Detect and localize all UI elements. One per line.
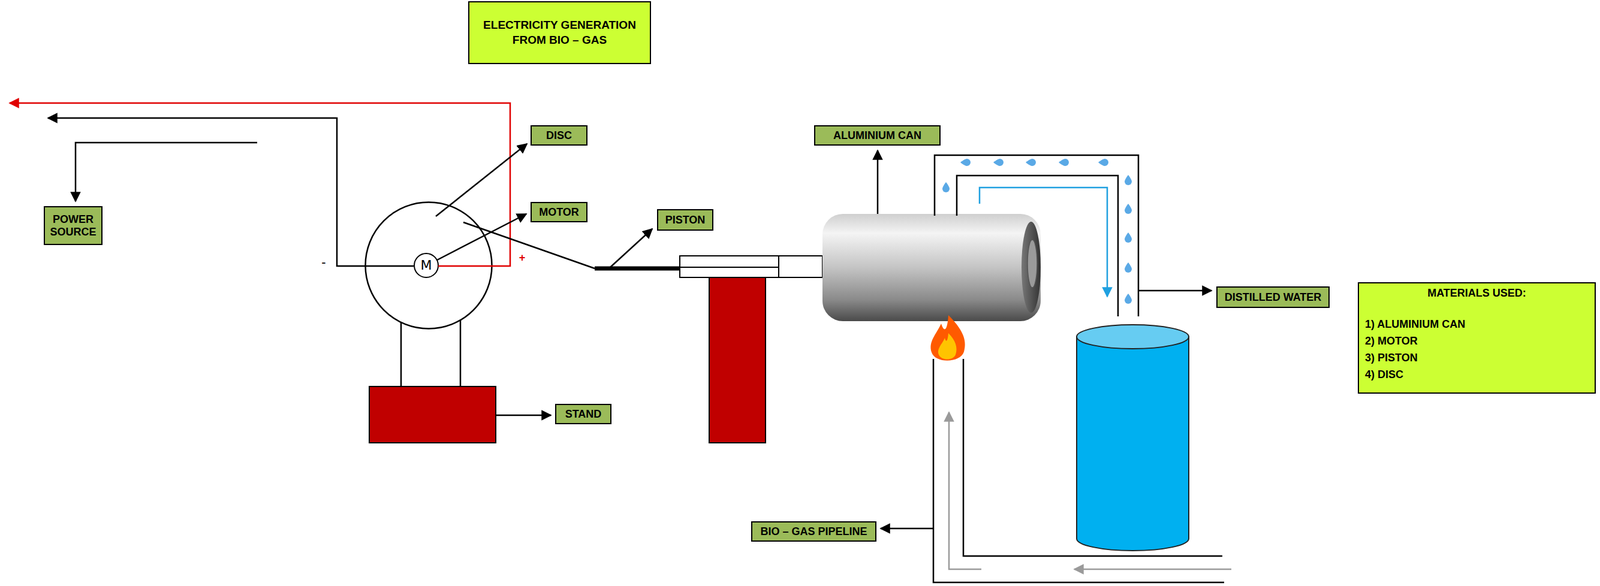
water-tank	[1076, 336, 1189, 551]
panel-heading: MATERIALS USED:	[1365, 284, 1589, 302]
title-box: ELECTRICITY GENERATION FROM BIO – GAS	[468, 1, 652, 65]
motor-symbol	[414, 253, 439, 278]
water-drop	[1124, 175, 1132, 186]
stand-leader	[495, 414, 551, 417]
gas-flow	[948, 412, 982, 570]
title-text: ELECTRICITY GENERATION FROM BIO – GAS	[474, 17, 646, 48]
part-label: ALUMINIUM CAN	[833, 129, 922, 143]
can-end	[1021, 221, 1041, 313]
water-drop	[1124, 293, 1132, 304]
stand-block	[369, 386, 496, 444]
flame-core	[938, 333, 957, 360]
stand-leg	[400, 322, 403, 387]
flame	[930, 315, 966, 361]
vapour-flow	[979, 187, 1108, 297]
piston-cylinder	[679, 255, 823, 278]
part-label: STAND	[565, 408, 602, 421]
part-label-box: BIO – GAS PIPELINE	[751, 521, 877, 542]
water-drop	[942, 182, 950, 193]
list-item: 1) ALUMINIUM CAN	[1365, 315, 1589, 333]
part-label-box: MOTOR	[530, 202, 588, 223]
polarity-sign: +	[519, 252, 526, 264]
water-drop	[960, 158, 971, 167]
part-label: PISTON	[665, 214, 706, 227]
water-drop	[1098, 158, 1109, 167]
can-leader	[877, 150, 879, 215]
aluminium-can	[822, 214, 1041, 322]
disc-leader	[435, 143, 527, 217]
list-item: 4) DISC	[1365, 366, 1589, 384]
water-drop	[1124, 232, 1132, 243]
part-label: DISC	[546, 129, 572, 143]
connecting-rod	[463, 222, 595, 269]
water-drop	[1124, 262, 1132, 273]
power-leader	[75, 142, 258, 202]
water-drop	[1025, 158, 1036, 167]
condenser-tube	[934, 155, 1139, 317]
tank-top	[1076, 324, 1189, 349]
part-label: POWER SOURCE	[47, 213, 99, 238]
gas-flow	[1074, 568, 1232, 571]
gas-pipe	[933, 359, 1225, 583]
part-label-box: PISTON	[657, 209, 714, 231]
part-label-box: POWER SOURCE	[43, 206, 103, 246]
part-label-box: DISC	[530, 125, 588, 146]
motor-leader	[437, 214, 527, 261]
water-drop	[1058, 158, 1069, 167]
piston-leader	[610, 228, 653, 268]
list-item: 3) PISTON	[1365, 349, 1589, 367]
stand-leg	[459, 320, 462, 387]
piston-line	[679, 266, 779, 268]
water-drop	[993, 158, 1004, 167]
pipeline-leader	[880, 528, 934, 530]
water-drop	[1124, 203, 1132, 215]
water-leader	[1138, 290, 1212, 292]
part-label: BIO – GAS PIPELINE	[760, 525, 867, 539]
materials-panel: MATERIALS USED: 1) ALUMINIUM CAN2) MOTOR3…	[1357, 282, 1596, 394]
list-item: 2) MOTOR	[1365, 332, 1589, 350]
negative-wire	[47, 118, 414, 267]
condenser-tube	[956, 175, 1119, 317]
part-label-box: STAND	[555, 404, 612, 425]
positive-wire	[9, 103, 511, 267]
piston-support	[709, 277, 766, 444]
part-label: MOTOR	[538, 206, 580, 219]
polarity-sign: -	[321, 255, 326, 270]
part-label-box: ALUMINIUM CAN	[814, 125, 941, 146]
can-tab	[1027, 239, 1038, 288]
part-label: DISTILLED WATER	[1224, 291, 1322, 304]
motor-symbol-letter: M	[420, 258, 433, 273]
piston-rod	[594, 266, 680, 271]
part-label-box: DISTILLED WATER	[1216, 286, 1330, 309]
gas-pipe	[963, 359, 1223, 557]
